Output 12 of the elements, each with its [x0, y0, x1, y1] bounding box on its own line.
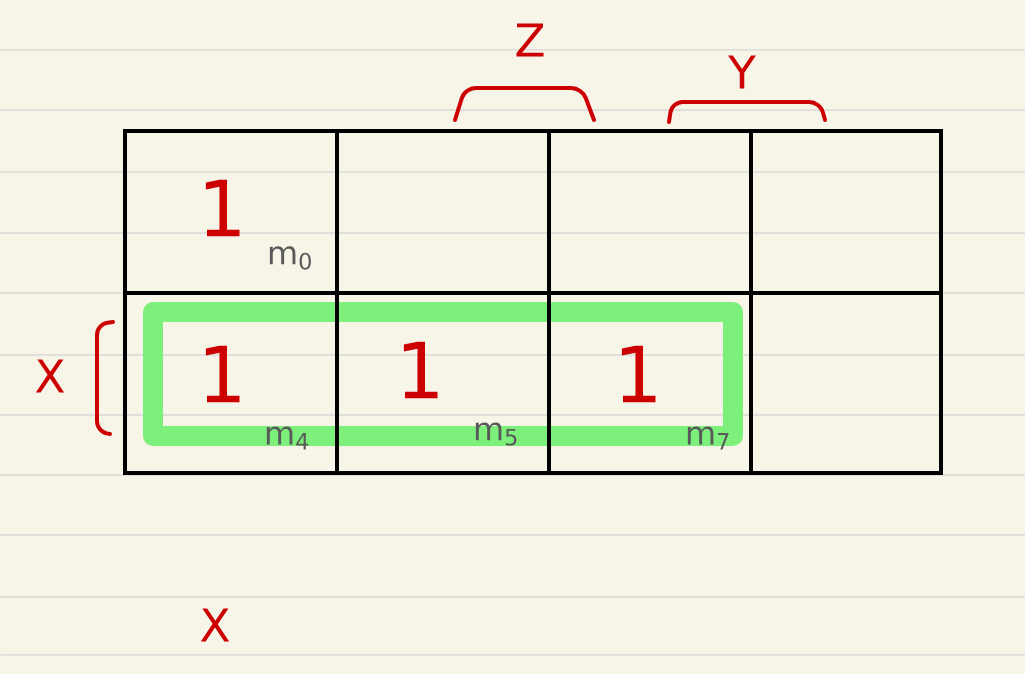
- minterm-label: m$_{7}$: [687, 426, 729, 450]
- variable-label: X: [35, 359, 65, 393]
- cell-value: 1: [205, 179, 240, 237]
- variable-label: Z: [516, 23, 544, 57]
- minterm-label: m$_{4}$: [266, 426, 309, 450]
- cell-value: 1: [403, 341, 438, 399]
- cell-value: 1: [205, 345, 240, 403]
- cell-value: 1: [621, 345, 656, 403]
- variable-label: X: [200, 608, 230, 642]
- minterm-label: m$_{0}$: [269, 246, 311, 270]
- variable-label: Y: [728, 55, 756, 89]
- minterm-label: m$_{5}$: [475, 422, 517, 446]
